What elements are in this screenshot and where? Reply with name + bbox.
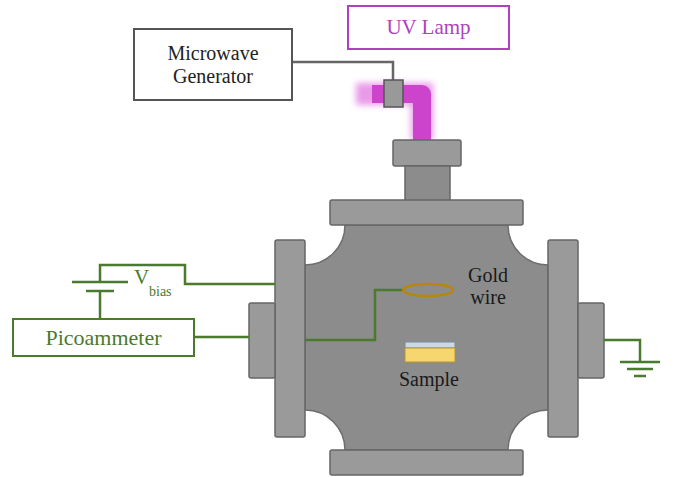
left-feedthrough (249, 303, 275, 378)
lamp-label-box: UV Lamp (347, 5, 510, 50)
generator-box: Microwave Generator (133, 28, 293, 101)
sample-label: Sample (399, 368, 459, 391)
sample-substrate (405, 348, 455, 362)
top-neck (405, 166, 450, 201)
vacuum-chamber (305, 225, 548, 450)
right-feedthrough (578, 303, 604, 378)
bias-subscript: bias (149, 284, 172, 300)
left-chamber-flange (275, 240, 305, 437)
gold-wire-label: Gold wire (458, 264, 518, 308)
box-text: UV Lamp (386, 15, 470, 39)
ground-symbol (604, 340, 660, 376)
collector-lead (305, 290, 403, 340)
top-chamber-flange (330, 200, 523, 225)
picoammeter-box: Picoammeter (12, 318, 195, 357)
bias-symbol: V (134, 265, 149, 290)
box-text: Microwave Generator (153, 42, 273, 88)
microwave-cavity (384, 80, 403, 107)
sample-film (405, 342, 455, 348)
microwave-cable (293, 62, 393, 80)
gold-wire-loop (403, 284, 453, 296)
top-flange (393, 140, 461, 166)
box-text: Picoammeter (45, 325, 161, 350)
bottom-chamber-flange (330, 450, 523, 475)
right-chamber-flange (548, 240, 578, 437)
